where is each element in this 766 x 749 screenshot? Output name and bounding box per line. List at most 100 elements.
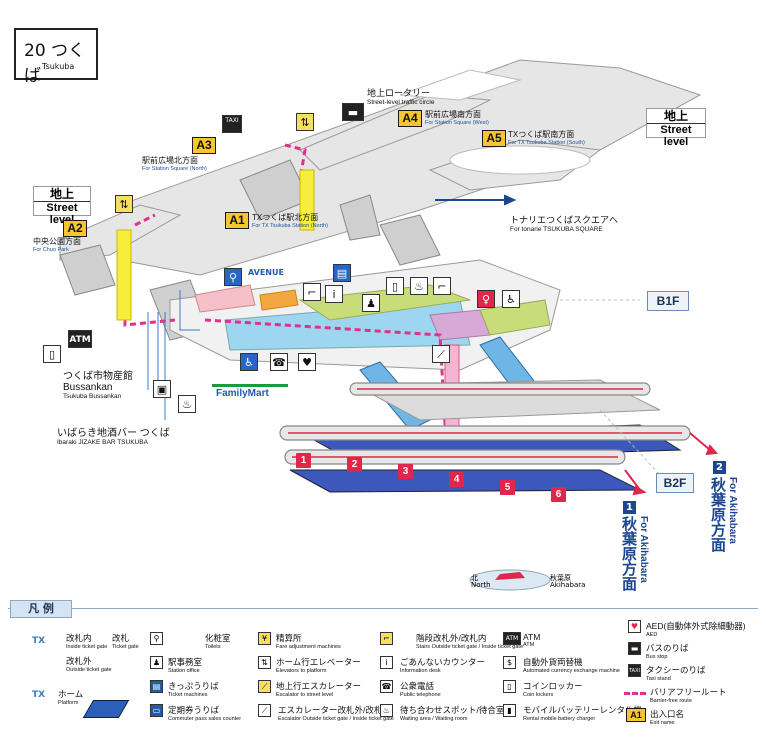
fare-adjustment-icon: ¥ bbox=[258, 632, 271, 645]
legend-jp: 定期券うりば bbox=[168, 705, 220, 715]
exit-a2-label: 中央公園方面 For Chuo Park bbox=[33, 236, 81, 253]
legend-jp: ATM bbox=[523, 632, 541, 642]
rotary-jp: 地上ロータリー bbox=[367, 88, 431, 98]
commuter-pass-icon: ▭ bbox=[150, 704, 163, 717]
legend-en: Platform bbox=[58, 700, 79, 706]
stairs-icon: ⌐ bbox=[303, 283, 321, 301]
legend-jp: コインロッカー bbox=[523, 681, 583, 691]
legend-jp: バリアフリールート bbox=[650, 687, 727, 697]
taxi-icon: TAXI bbox=[222, 115, 242, 133]
tonarie-en: For tonarie TSUKUBA SQUARE bbox=[510, 226, 603, 233]
direction-2-en: For Akihabara bbox=[727, 477, 738, 544]
street-level-en: Street level bbox=[647, 123, 705, 148]
b2f-label: B2F bbox=[656, 473, 694, 493]
platform-6-number: 6 bbox=[551, 487, 566, 502]
legend-jp: ごあんないカウンター bbox=[400, 657, 486, 667]
phone-icon: ☎ bbox=[380, 680, 393, 693]
exit-a2-jp: 中央公園方面 bbox=[33, 237, 81, 246]
aed-icon: ♥ bbox=[628, 620, 641, 633]
legend-jp: 改札 bbox=[112, 633, 130, 643]
legend-jp: 駅事務室 bbox=[168, 657, 203, 667]
exit-a1-badge[interactable]: A1 bbox=[225, 212, 249, 229]
taxi-icon: TAXI bbox=[628, 664, 641, 677]
aed-icon: ♥ bbox=[298, 353, 316, 371]
wheelchair-icon: ♿ bbox=[502, 290, 520, 308]
direction-1-en: For Akihabara bbox=[638, 516, 649, 583]
legend-en: Outside ticket gate bbox=[66, 667, 112, 673]
exit-a4-jp: 駅前広場南方面 bbox=[425, 110, 481, 119]
legend-jp: ホーム行エレベーター bbox=[276, 657, 361, 667]
legend-jp: 出入口名 bbox=[650, 709, 685, 719]
street-level-jp: 地上 bbox=[49, 187, 74, 201]
legend-en: Bus stop bbox=[646, 654, 668, 660]
information-icon: i bbox=[325, 285, 343, 303]
exit-a2-badge[interactable]: A2 bbox=[63, 220, 87, 237]
direction-1-number: 1 bbox=[623, 501, 636, 514]
legend-en: Elevators to platform bbox=[276, 668, 327, 674]
exit-a1-label: TXつくば駅北方面 For TX Tsukuba Station (North) bbox=[252, 212, 328, 229]
bussankan-romaji: Bussankan bbox=[63, 382, 113, 393]
coin-locker-icon: ▯ bbox=[503, 680, 516, 693]
compass-north: 北 North bbox=[471, 575, 491, 589]
legend-en: Ticket gate bbox=[112, 644, 139, 650]
legend-en: Barrier-free route bbox=[650, 698, 692, 704]
escalator-icon: ⟋ bbox=[432, 345, 450, 363]
ticket-machine-icon: ▤ bbox=[333, 264, 351, 282]
rotary-label: 地上ロータリー Street-level traffic circle bbox=[367, 86, 434, 106]
exit-a3-en: For Station Square (North) bbox=[142, 166, 207, 172]
exit-a4-label: 駅前広場南方面 For Station Square (West) bbox=[425, 109, 489, 126]
atm-icon: ATM bbox=[68, 330, 92, 348]
legend-en: Information desk bbox=[400, 668, 441, 674]
waiting-area-icon: ♨ bbox=[410, 277, 428, 295]
compass-north-jp: 北 bbox=[471, 574, 478, 582]
exit-a1-en: For TX Tsukuba Station (North) bbox=[252, 223, 328, 229]
station-office-icon: ♟ bbox=[150, 656, 163, 669]
compass-north-en: North bbox=[471, 581, 491, 589]
legend-en: AED bbox=[646, 632, 658, 638]
coin-locker-icon: ▯ bbox=[386, 277, 404, 295]
legend-jp: ホーム bbox=[58, 689, 84, 699]
exit-a3-badge[interactable]: A3 bbox=[192, 137, 216, 154]
battery-rental-icon: ▮ bbox=[503, 704, 516, 717]
tx-gate-icon: TX bbox=[32, 636, 46, 646]
legend-en: Automated currency exchange machine bbox=[523, 668, 620, 674]
station-office-icon: ♟ bbox=[362, 294, 380, 312]
exit-a5-badge[interactable]: A5 bbox=[482, 130, 506, 147]
stairs-icon: ⌐ bbox=[380, 632, 393, 645]
street-level-label-left: 地上 Street level bbox=[33, 186, 91, 226]
jizake-jp: いばらき地酒バー つくば bbox=[57, 428, 170, 439]
street-level-label-right: 地上 Street level bbox=[646, 108, 706, 148]
legend-en: Escalator to street level bbox=[276, 692, 334, 698]
legend-jp: 地上行エスカレーター bbox=[276, 681, 362, 691]
legend-jp: 自動外貨両替機 bbox=[523, 657, 583, 667]
legend-jp: エスカレーター改札外/改札内 bbox=[278, 705, 391, 715]
escalator-icon: ⟋ bbox=[258, 680, 271, 693]
tonarie-label[interactable]: トナリエつくばスクエアへ For tonarie TSUKUBA SQUARE bbox=[510, 213, 618, 233]
tx-platform-icon: TX bbox=[32, 690, 46, 700]
toilet-icon: ⚲ bbox=[224, 268, 242, 286]
exit-a4-badge[interactable]: A4 bbox=[398, 110, 422, 127]
exit-a3-label: 駅前広場北方面 For Station Square (North) bbox=[142, 155, 207, 172]
bussankan-jp: つくば市物産館 bbox=[63, 371, 133, 382]
jizake-label: いばらき地酒バー つくば Ibaraki JIZAKE BAR TSUKUBA bbox=[57, 424, 170, 446]
elevator-icon: ⇅ bbox=[296, 113, 314, 131]
legend-jp: きっぷうりば bbox=[168, 681, 219, 691]
atm-icon: ATM bbox=[503, 632, 521, 645]
platform-4-number: 4 bbox=[449, 472, 464, 487]
legend-en: Commuter pass sales counter bbox=[168, 716, 242, 722]
legend-en: Exit name bbox=[650, 720, 675, 726]
avenue-label: AVENUE bbox=[248, 268, 284, 277]
accessible-toilet-icon: ♿ bbox=[240, 353, 258, 371]
compass-target-jp: 秋葉原 bbox=[550, 574, 571, 582]
b1f-concourse bbox=[169, 259, 561, 371]
jizake-en: Ibaraki JIZAKE BAR TSUKUBA bbox=[57, 439, 148, 446]
legend-en: Waiting area / Waiting room bbox=[400, 716, 468, 722]
